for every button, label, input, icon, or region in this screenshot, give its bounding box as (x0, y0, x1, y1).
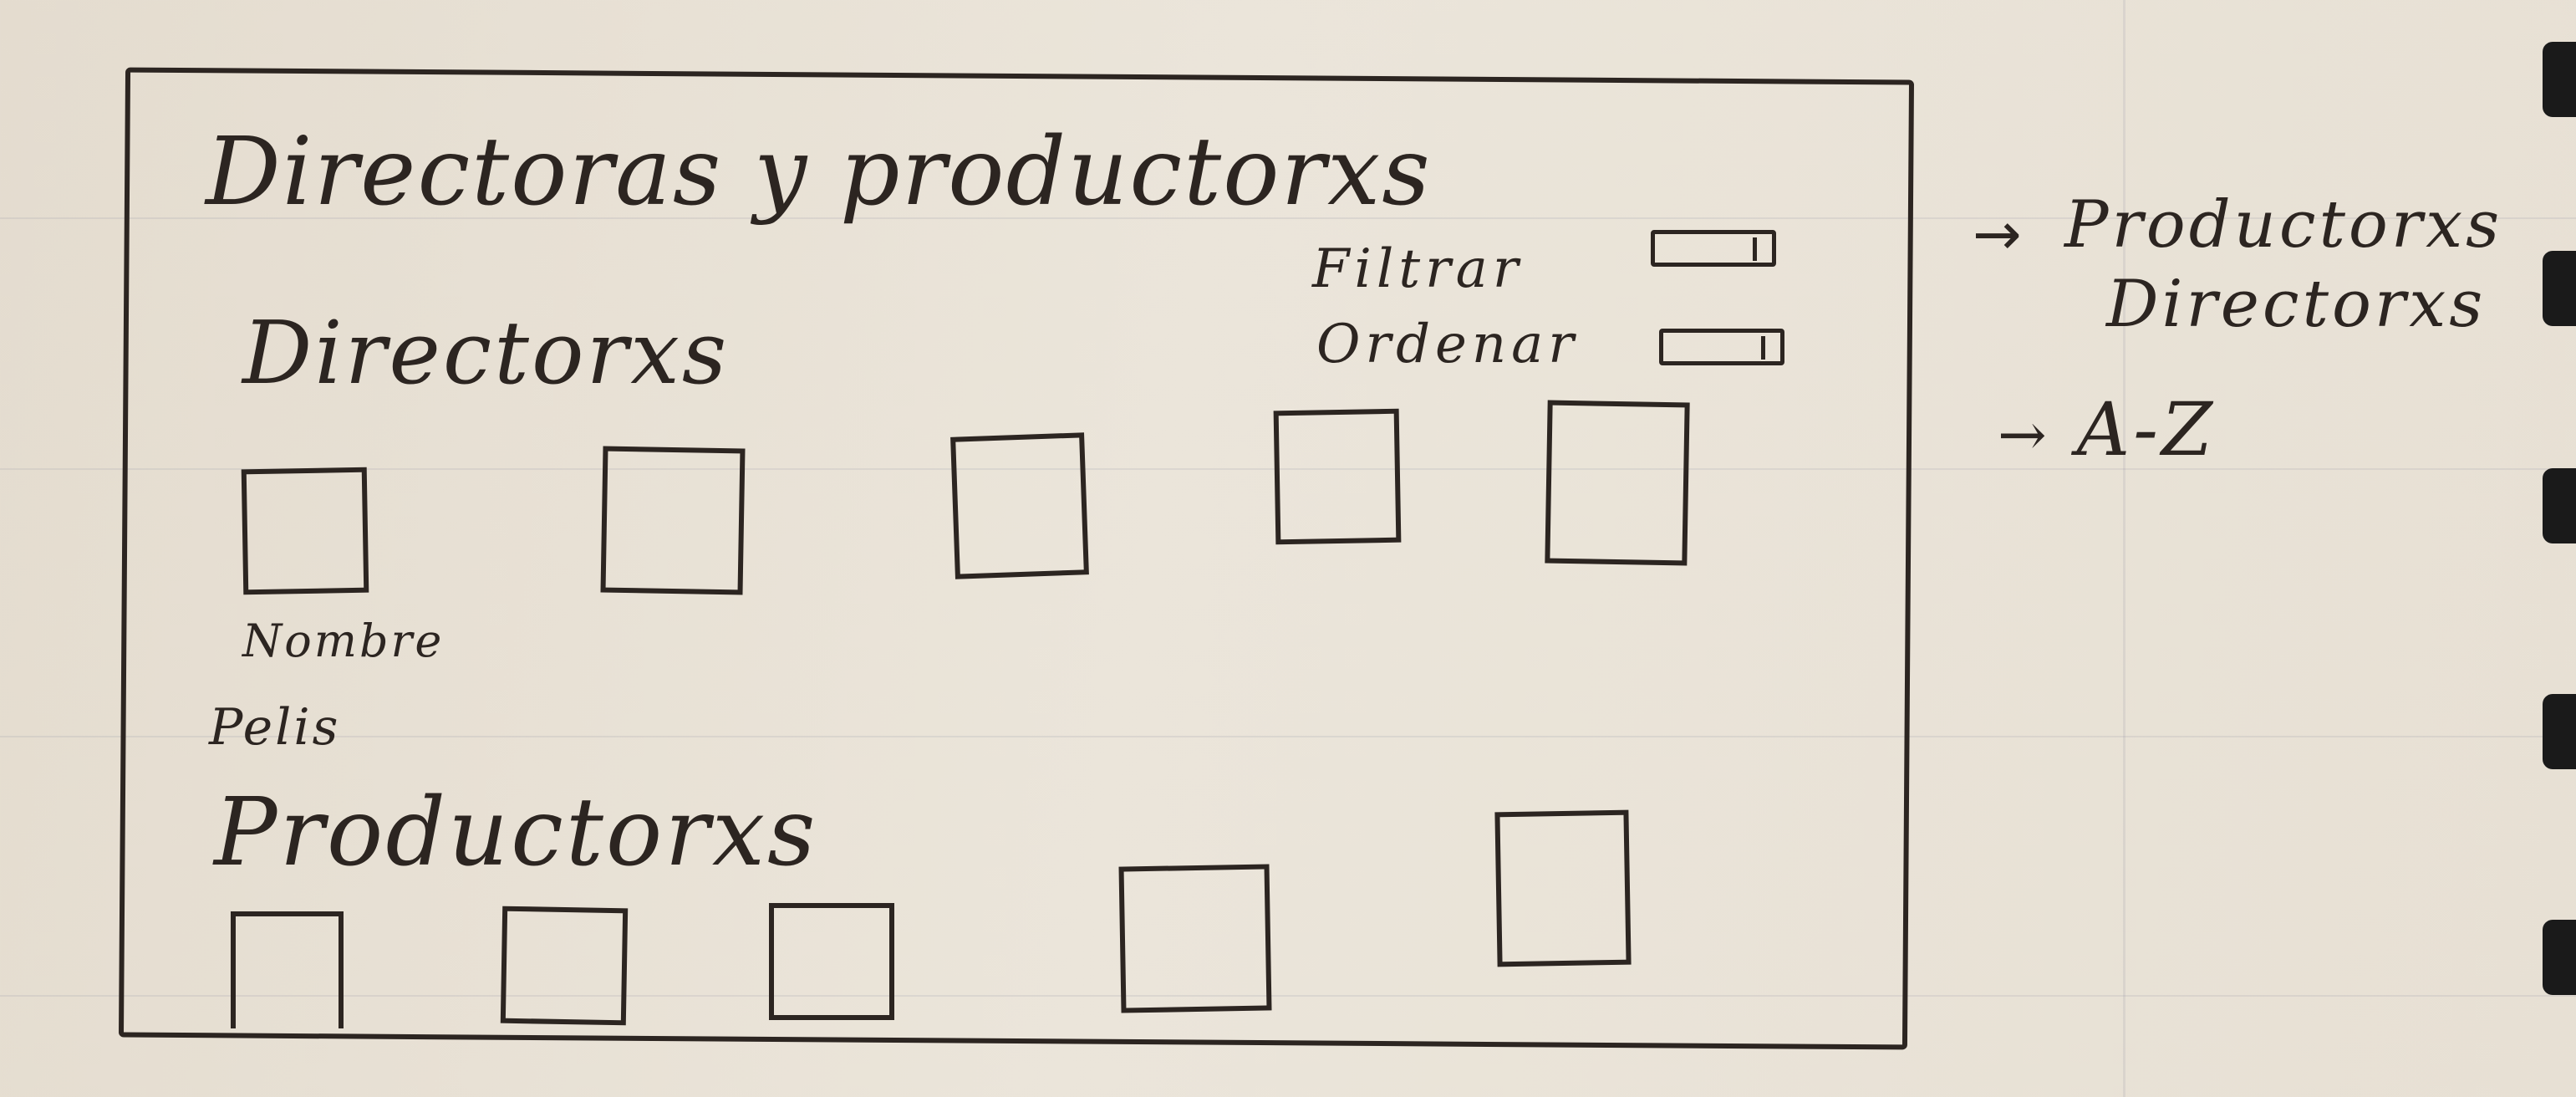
card-name-label: Nombre (242, 615, 445, 667)
paper-margin (2123, 0, 2125, 1097)
director-card[interactable] (1545, 400, 1690, 566)
arrow-icon: → (1973, 200, 2022, 268)
director-card[interactable] (950, 432, 1089, 579)
binder-hole (2543, 920, 2576, 995)
paper-rule (0, 468, 2576, 470)
director-card[interactable] (241, 467, 369, 595)
page-title: Directoras y productorxs (206, 118, 1432, 227)
director-card[interactable] (600, 446, 746, 595)
filter-dropdown[interactable] (1651, 230, 1776, 267)
producer-card[interactable] (1494, 809, 1632, 967)
binder-hole (2543, 251, 2576, 326)
section-heading-directors: Directorxs (242, 302, 730, 404)
paper-rule (0, 217, 2576, 219)
sort-option-az-label: A-Z (2076, 386, 2217, 472)
producer-card[interactable] (500, 906, 629, 1026)
producer-card[interactable] (769, 903, 894, 1020)
filter-label: Filtrar (1312, 238, 1524, 300)
sort-option-az: → A-Z (1998, 393, 2216, 467)
producer-card[interactable] (231, 911, 344, 1028)
binder-hole (2543, 468, 2576, 543)
filter-option-directors: Directorxs (2106, 267, 2487, 342)
filter-option-producers: Productorxs (2064, 187, 2503, 263)
paper-rule (0, 995, 2576, 997)
binder-hole (2543, 42, 2576, 117)
dropdown-handle-icon (1753, 237, 1757, 261)
arrow-icon: → (1998, 401, 2050, 469)
paper-rule (0, 736, 2576, 737)
sort-label: Ordenar (1316, 314, 1579, 375)
section-heading-producers: Productorxs (214, 778, 818, 887)
director-card[interactable] (1273, 408, 1402, 545)
card-films-label: Pelis (209, 698, 341, 757)
sort-dropdown[interactable] (1659, 329, 1784, 365)
producer-card[interactable] (1118, 864, 1272, 1013)
binder-hole (2543, 694, 2576, 769)
dropdown-handle-icon (1761, 336, 1765, 360)
